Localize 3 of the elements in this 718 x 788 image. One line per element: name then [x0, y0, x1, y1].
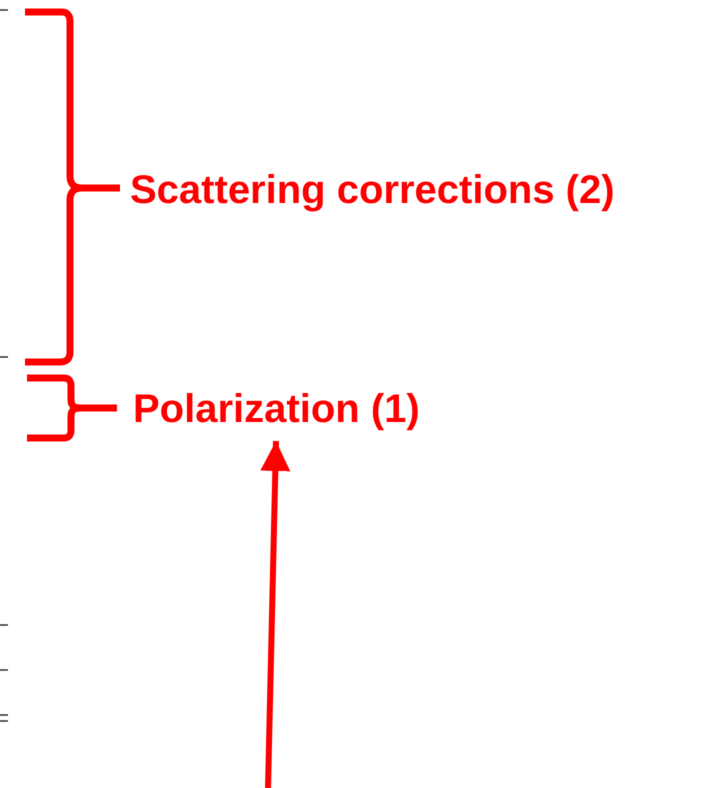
- annotation-label: Polarization (1): [133, 385, 420, 433]
- annotation-label: Scattering corrections (2): [130, 166, 615, 214]
- arrow: [260, 440, 290, 788]
